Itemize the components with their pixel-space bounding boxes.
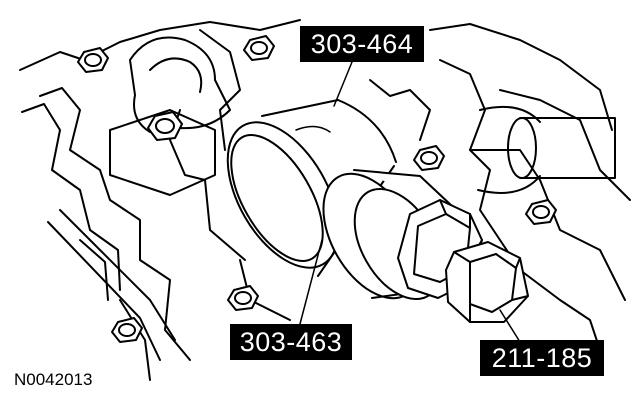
callout-303-463: 303-463 <box>230 324 352 360</box>
engine-block-outline <box>19 19 631 381</box>
bolt-right-icon <box>413 145 445 171</box>
bolts <box>77 35 557 343</box>
leader-lines <box>299 61 521 343</box>
callout-211-185: 211-185 <box>480 340 604 376</box>
bolt-mid-left-icon <box>147 111 183 141</box>
bolt-bottom-left-icon <box>111 317 143 343</box>
forcing-screw-211-185 <box>445 241 529 323</box>
bolt-lower-right-icon <box>525 199 557 225</box>
bolt-top-center-icon <box>243 35 275 61</box>
bolt-top-left-icon <box>77 47 109 73</box>
callout-303-464: 303-464 <box>300 26 424 62</box>
bolt-lower-left-icon <box>227 285 259 311</box>
camshaft-journal-right <box>477 105 616 194</box>
bearing-cap-left <box>109 36 231 196</box>
figure-id: N0042013 <box>14 370 93 389</box>
